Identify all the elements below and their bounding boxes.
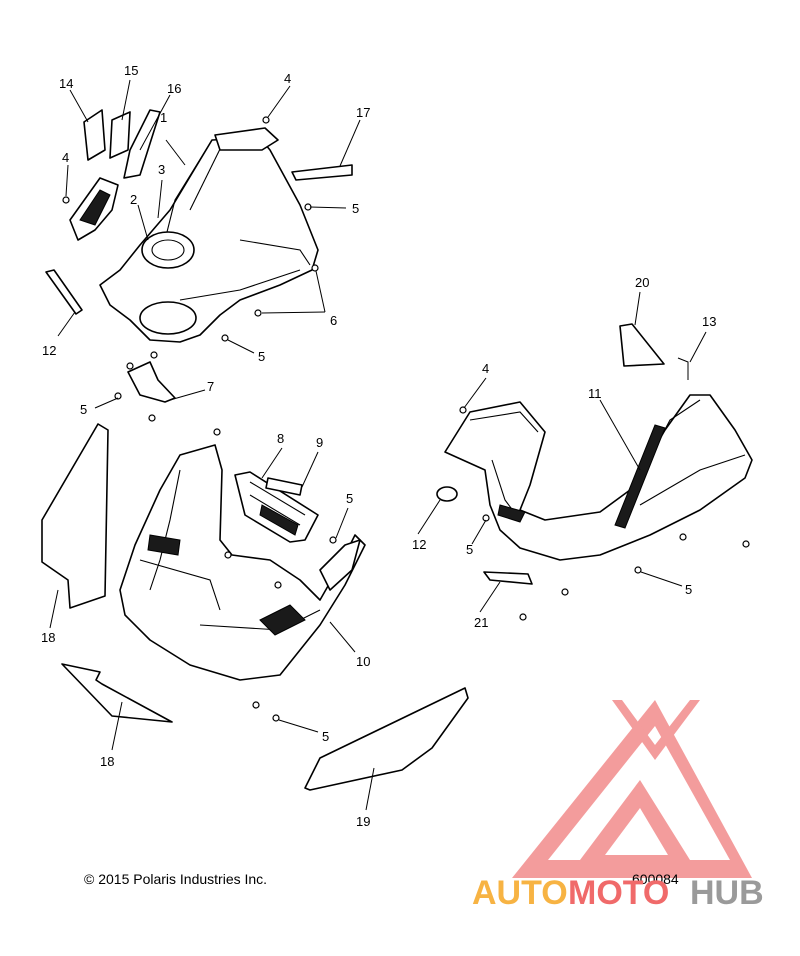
callout-5-b: 5	[258, 349, 265, 364]
copyright-text: © 2015 Polaris Industries Inc.	[84, 871, 267, 887]
part-18-strip-upper	[291, 164, 353, 181]
callout-12-top: 12	[42, 343, 56, 358]
callout-13: 12	[412, 537, 426, 552]
part-11-right-assembly	[444, 394, 753, 561]
callout-21: 19	[356, 814, 370, 829]
callout-2: 2	[130, 192, 137, 207]
part-19-side-panel	[41, 423, 109, 609]
part-8-vent	[234, 471, 319, 543]
callout-11: 11	[588, 386, 602, 401]
part-1-upper-panel	[69, 127, 319, 343]
trim-pieces-15-16-17	[83, 109, 161, 179]
callout-5-c: 5	[80, 402, 87, 417]
callout-5-e: 5	[322, 729, 329, 744]
callout-10: 10	[356, 654, 370, 669]
callout-5-d: 5	[346, 491, 353, 506]
part-20-lower-panel	[61, 663, 173, 723]
watermark-logo	[512, 700, 752, 878]
callout-5-g: 5	[685, 582, 692, 597]
figure-number: 600084	[632, 871, 679, 887]
leader-lines	[49, 79, 707, 811]
callout-labels: 14 15 16 1 4 17 4 3 2 5 6 12 5 7 5 8 9 5…	[41, 63, 716, 829]
callout-18-top: 17	[356, 105, 370, 120]
callout-14: 13	[702, 314, 716, 329]
part-12-clip-lower	[483, 571, 533, 585]
part-9-strip	[265, 477, 303, 496]
part-21-bottom-panel	[304, 687, 469, 791]
callout-8: 8	[277, 431, 284, 446]
part-10-lower-assembly	[119, 444, 366, 681]
callout-9: 9	[316, 435, 323, 450]
callout-16: 15	[124, 63, 138, 78]
part-12-clip-upper	[45, 269, 83, 315]
part-18-triangle-right	[619, 323, 665, 367]
watermark-moto: MOTO	[568, 874, 669, 912]
watermark-hub: HUB	[690, 874, 764, 912]
callout-7: 7	[207, 379, 214, 394]
callout-1: 1	[160, 110, 167, 125]
part-13-grommet	[436, 486, 458, 502]
watermark-text: AUTO MOTO HUB	[472, 874, 764, 912]
watermark-auto: AUTO	[472, 874, 568, 912]
part-14-pin	[677, 357, 689, 380]
fasteners	[62, 116, 750, 722]
callout-4-right: 4	[482, 361, 489, 376]
callout-15: 14	[59, 76, 73, 91]
callout-5-f: 5	[466, 542, 473, 557]
callout-5-a: 5	[352, 201, 359, 216]
callout-20: 18	[100, 754, 114, 769]
part-7-bracket	[127, 361, 176, 403]
callout-3: 3	[158, 162, 165, 177]
callout-6: 6	[330, 313, 337, 328]
callout-17: 16	[167, 81, 181, 96]
callout-4-top: 4	[284, 71, 291, 86]
callout-12-bottom: 21	[474, 615, 488, 630]
callout-18-right: 20	[635, 275, 649, 290]
callout-4-left: 4	[62, 150, 69, 165]
callout-19: 18	[41, 630, 55, 645]
